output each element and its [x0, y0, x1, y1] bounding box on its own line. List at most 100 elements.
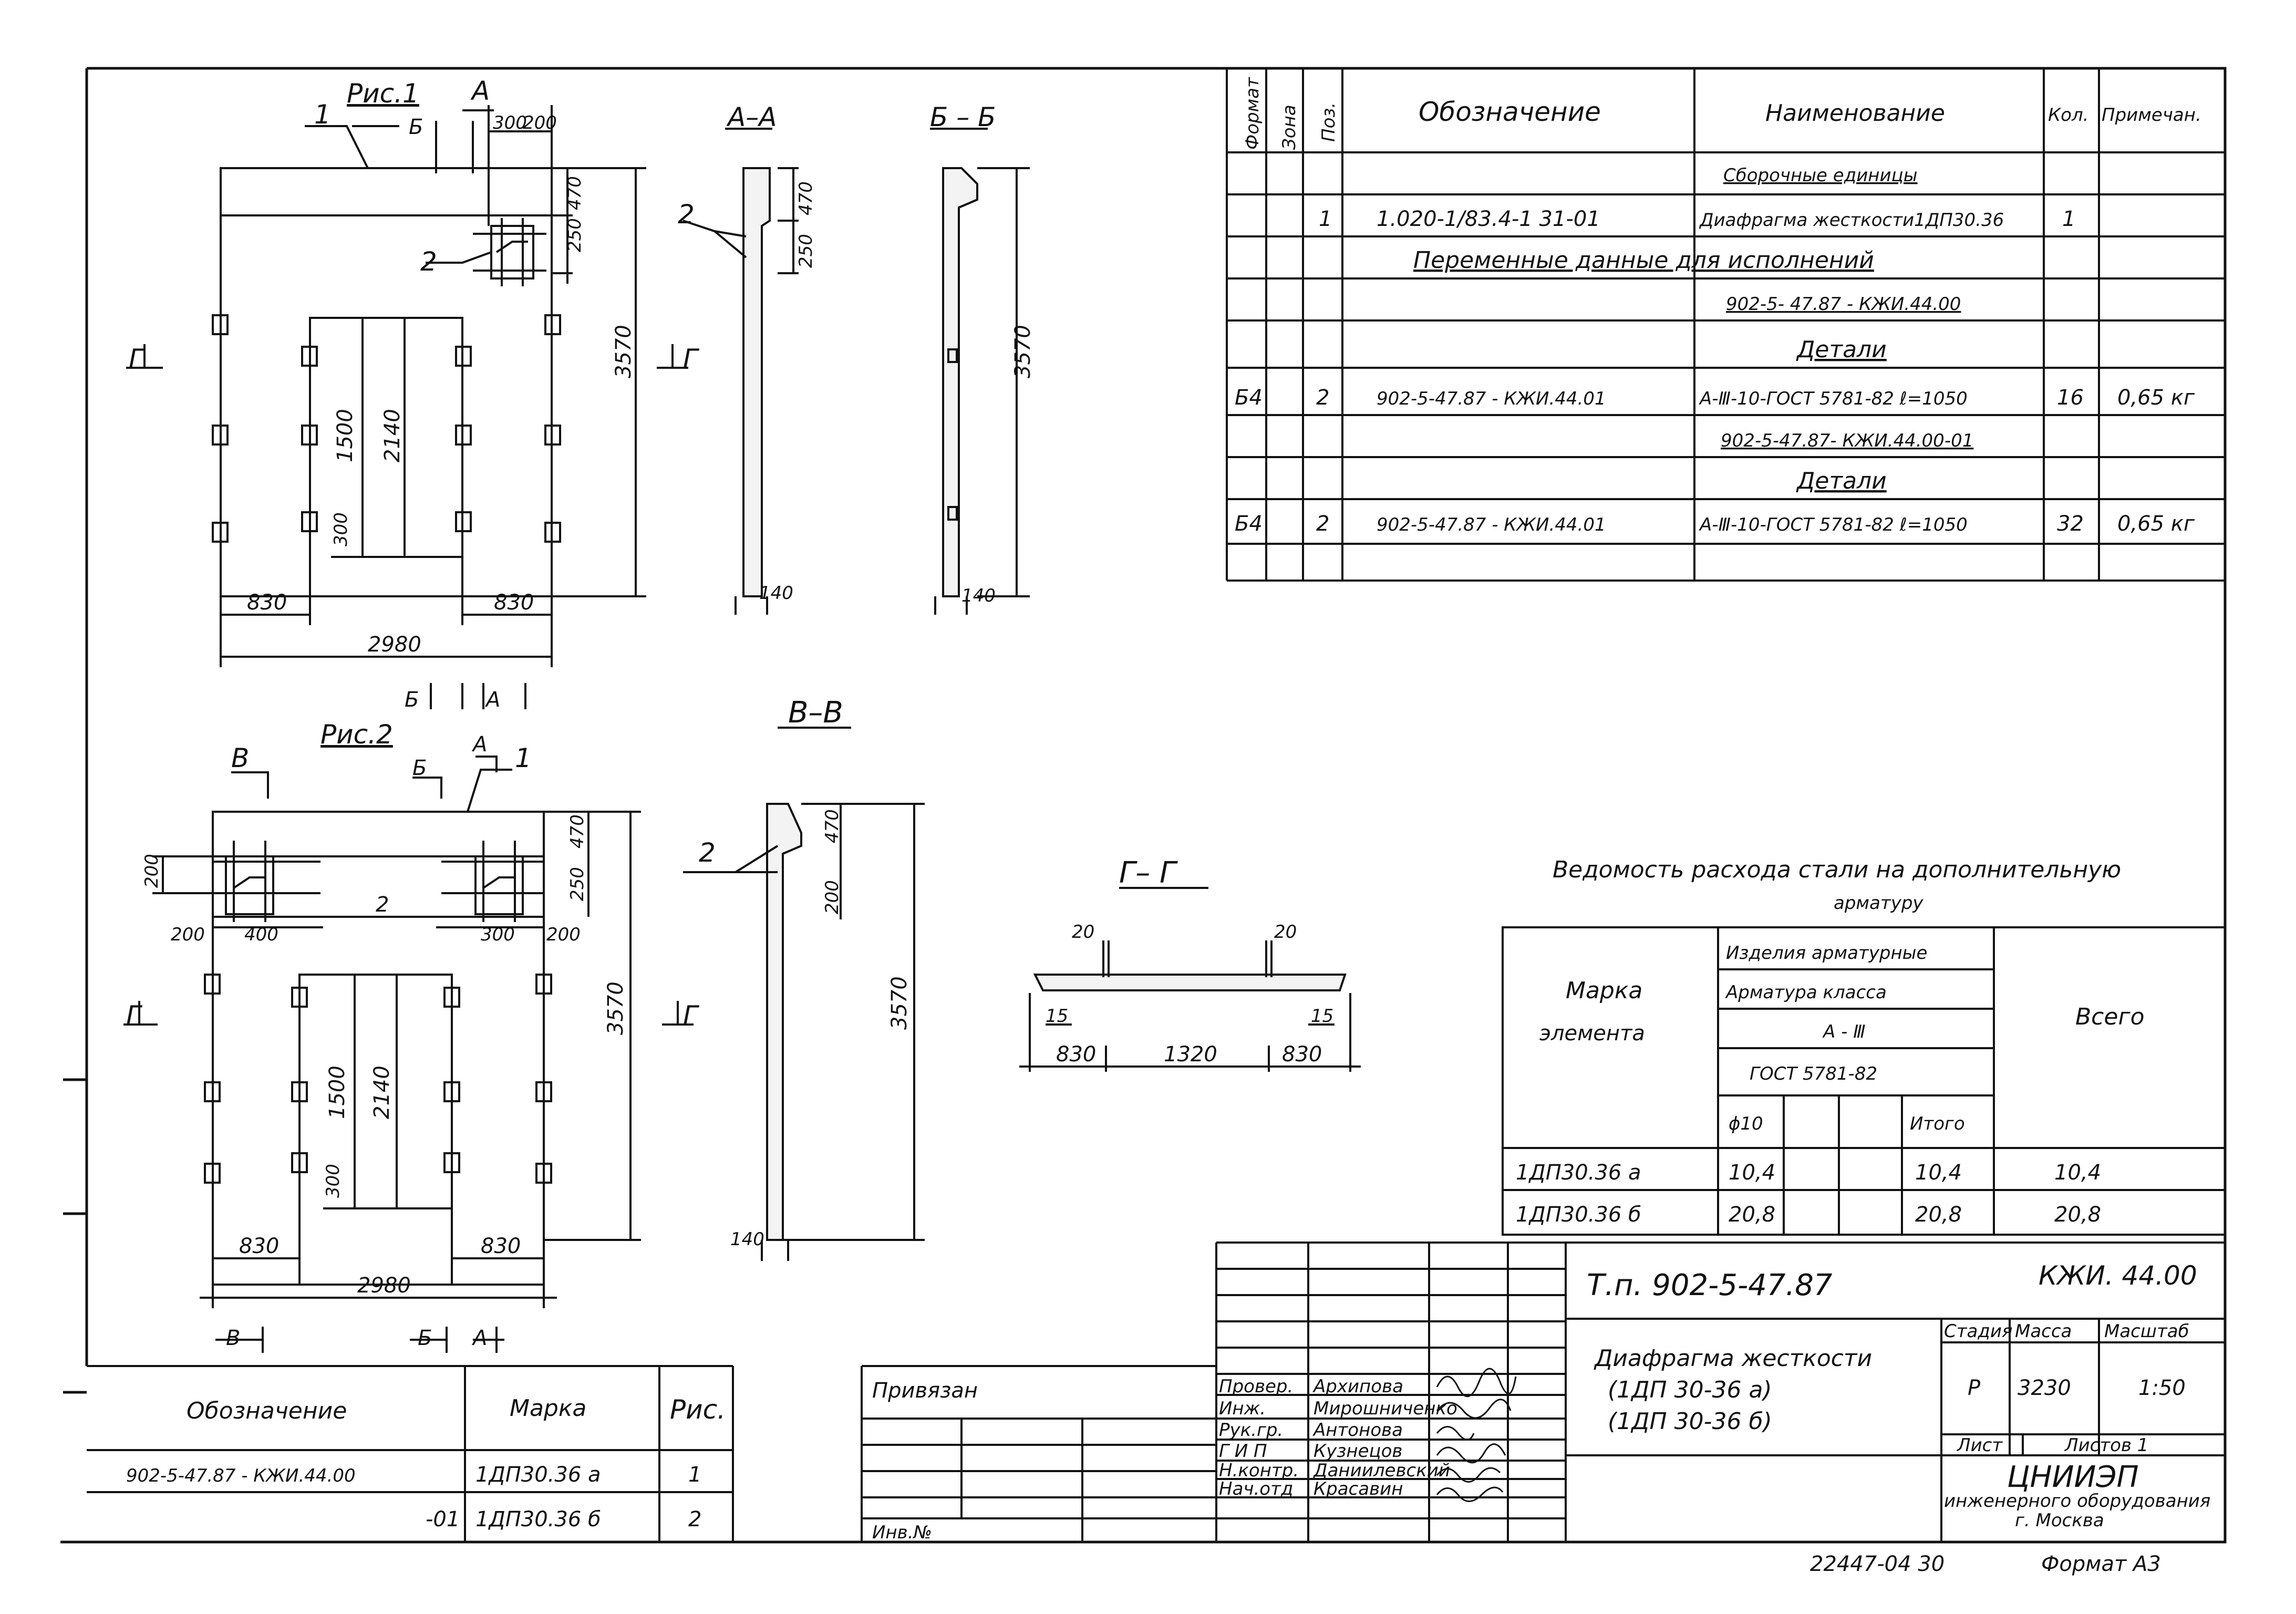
- section-vv: [683, 727, 925, 1261]
- spec-variable-data: Переменные данные для исполнений: [1413, 247, 1874, 274]
- legend-row-1-fig: 2: [688, 1507, 701, 1532]
- spec-header-designation: Обозначение: [1419, 97, 1601, 127]
- binding-label: Привязан: [872, 1379, 978, 1403]
- handwritten-signatures: [1436, 1368, 1517, 1502]
- sig-3-name: Кузнецов: [1314, 1441, 1402, 1462]
- fig2-dim-2140: 2140: [370, 1065, 394, 1119]
- sig-2-role: Рук.гр.: [1219, 1420, 1283, 1441]
- fig1-cut-b: Б: [409, 115, 423, 139]
- title-mass: 3230: [2018, 1376, 2071, 1400]
- title-sheets-label: Листов 1: [2064, 1435, 2148, 1456]
- spec-row-5-name: А-Ⅲ-10-ГОСТ 5781-82 ℓ=1050: [1699, 388, 1968, 409]
- figure-2: [123, 756, 694, 1353]
- fig2-dim-830-right: 830: [481, 1234, 521, 1258]
- spec-row-8-name: А-Ⅲ-10-ГОСТ 5781-82 ℓ=1050: [1699, 514, 1968, 535]
- sig-1-name: Мирошниченко: [1314, 1398, 1457, 1419]
- legend-header-designation: Обозначение: [187, 1398, 347, 1424]
- binding-inv: Инв.№: [872, 1522, 932, 1543]
- section-aa-dim-470: 470: [795, 181, 816, 215]
- title-sheet-label: Лист: [1956, 1435, 2003, 1456]
- title-mass-label: Масса: [2015, 1321, 2072, 1342]
- title-name-2: (1ДП 30-36 а): [1608, 1377, 1772, 1403]
- steel-mark-1: Марка: [1566, 977, 1642, 1004]
- fig1-cut-b-bottom: Б: [405, 688, 419, 712]
- steel-row-0-mark: 1ДП30.36 а: [1516, 1161, 1641, 1185]
- sig-4-name: Даниилевский: [1312, 1460, 1450, 1481]
- fig1-cut-g: Г: [129, 344, 146, 374]
- spec-row-1-pos: 1: [1319, 207, 1332, 231]
- title-name-1: Диафрагма жесткости: [1594, 1345, 1872, 1372]
- fig1-leader-2: 2: [420, 246, 437, 277]
- figure-1: [126, 105, 646, 709]
- title-project: Т.п. 902-5-47.87: [1587, 1268, 1833, 1302]
- section-gg-dim-830-left: 830: [1056, 1042, 1096, 1067]
- legend-row-0-mark: 1ДП30.36 а: [475, 1463, 601, 1487]
- steel-col-total: Итого: [1910, 1113, 1965, 1134]
- legend-header-mark: Марка: [510, 1395, 586, 1422]
- steel-table: [1502, 926, 2226, 1236]
- sig-5-role: Нач.отд: [1219, 1478, 1293, 1499]
- fig1-dim-2980: 2980: [368, 633, 421, 657]
- spec-row-5-format: Б4: [1235, 386, 1263, 410]
- spec-row-5-pos: 2: [1316, 386, 1329, 410]
- title-org-3: г. Москва: [2015, 1510, 2104, 1531]
- fig2-cut-b: Б: [412, 756, 427, 780]
- section-vv-title: В–В: [788, 696, 843, 730]
- sig-2-name: Антонова: [1312, 1420, 1403, 1441]
- spec-row-4-name: Детали: [1796, 336, 1887, 363]
- fig2-cut-g-left: Г: [126, 1000, 143, 1031]
- title-block: [1215, 1241, 2225, 1542]
- title-org-1: ЦНИИЭП: [2007, 1460, 2139, 1494]
- fig2-dim-200-right: 200: [546, 924, 581, 945]
- section-aa-dim-250: 250: [795, 234, 816, 268]
- fig2-dim-300: 300: [481, 924, 515, 945]
- spec-row-1-designation: 1.020-1/83.4-1 31-01: [1377, 207, 1600, 231]
- fig2-cut-g-right: Г: [683, 1000, 700, 1031]
- fig1-dim-300v: 300: [330, 512, 351, 546]
- fig1-title: Рис.1: [347, 78, 419, 109]
- spec-row-6-name: 902-5-47.87- КЖИ.44.00-01: [1721, 430, 1973, 451]
- title-scale: 1:50: [2138, 1376, 2186, 1400]
- spec-row-1-qty: 1: [2062, 207, 2075, 231]
- fig1-dim-830-left: 830: [247, 591, 287, 615]
- spec-row-1-name: Диафрагма жесткости1ДП30.36: [1699, 210, 2004, 231]
- spec-header-name: Наименование: [1765, 100, 1945, 127]
- spec-row-8-pos: 2: [1316, 512, 1329, 536]
- steel-title-2: арматуру: [1834, 893, 1923, 914]
- legend-header-fig: Рис.: [670, 1394, 726, 1425]
- section-gg-dim-830-right: 830: [1282, 1042, 1322, 1067]
- spec-header-pos: Поз.: [1318, 102, 1339, 142]
- section-aa: [657, 128, 799, 615]
- fig2-cut-a: А: [471, 732, 487, 757]
- steel-mark-2: элемента: [1539, 1021, 1645, 1046]
- section-bb-dim-3570: 3570: [1011, 325, 1035, 378]
- fig2-title: Рис.2: [320, 719, 393, 750]
- steel-title-1: Ведомость расхода стали на дополнительну…: [1553, 856, 2121, 883]
- fig2-dim-200-v: 200: [141, 854, 162, 888]
- fig1-leader-1: 1: [314, 99, 331, 130]
- steel-row-0-itogo: 10,4: [1915, 1161, 1962, 1185]
- spec-row-0-name: Сборочные единицы: [1723, 165, 1918, 186]
- legend-table: [87, 1365, 734, 1542]
- steel-row-0-d10: 10,4: [1729, 1161, 1775, 1185]
- section-aa-leader: 2: [678, 199, 695, 230]
- fig1-dim-250: 250: [564, 218, 585, 252]
- steel-class-label: Арматура класса: [1725, 982, 1887, 1003]
- title-stage-label: Стадия: [1944, 1321, 2012, 1342]
- fig1-dim-2140: 2140: [380, 409, 405, 462]
- fig1-dim-830-right: 830: [494, 591, 534, 615]
- steel-row-1-vsego: 20,8: [2054, 1203, 2101, 1227]
- title-stage: Р: [1968, 1376, 1981, 1400]
- fig1-dim-470: 470: [564, 176, 585, 210]
- section-aa-dim-140: 140: [759, 583, 793, 604]
- sig-5-name: Красавин: [1314, 1478, 1403, 1499]
- spec-row-8-format: Б4: [1235, 512, 1263, 536]
- section-aa-cut-g: Г: [683, 344, 700, 374]
- section-gg-dim-1320: 1320: [1164, 1042, 1217, 1067]
- steel-row-1-mark: 1ДП30.36 б: [1516, 1203, 1641, 1227]
- spec-table: [1226, 68, 2225, 582]
- steel-group: Изделия арматурные: [1726, 943, 1927, 964]
- spec-header-note: Примечан.: [2102, 105, 2201, 126]
- steel-row-1-itogo: 20,8: [1915, 1203, 1962, 1227]
